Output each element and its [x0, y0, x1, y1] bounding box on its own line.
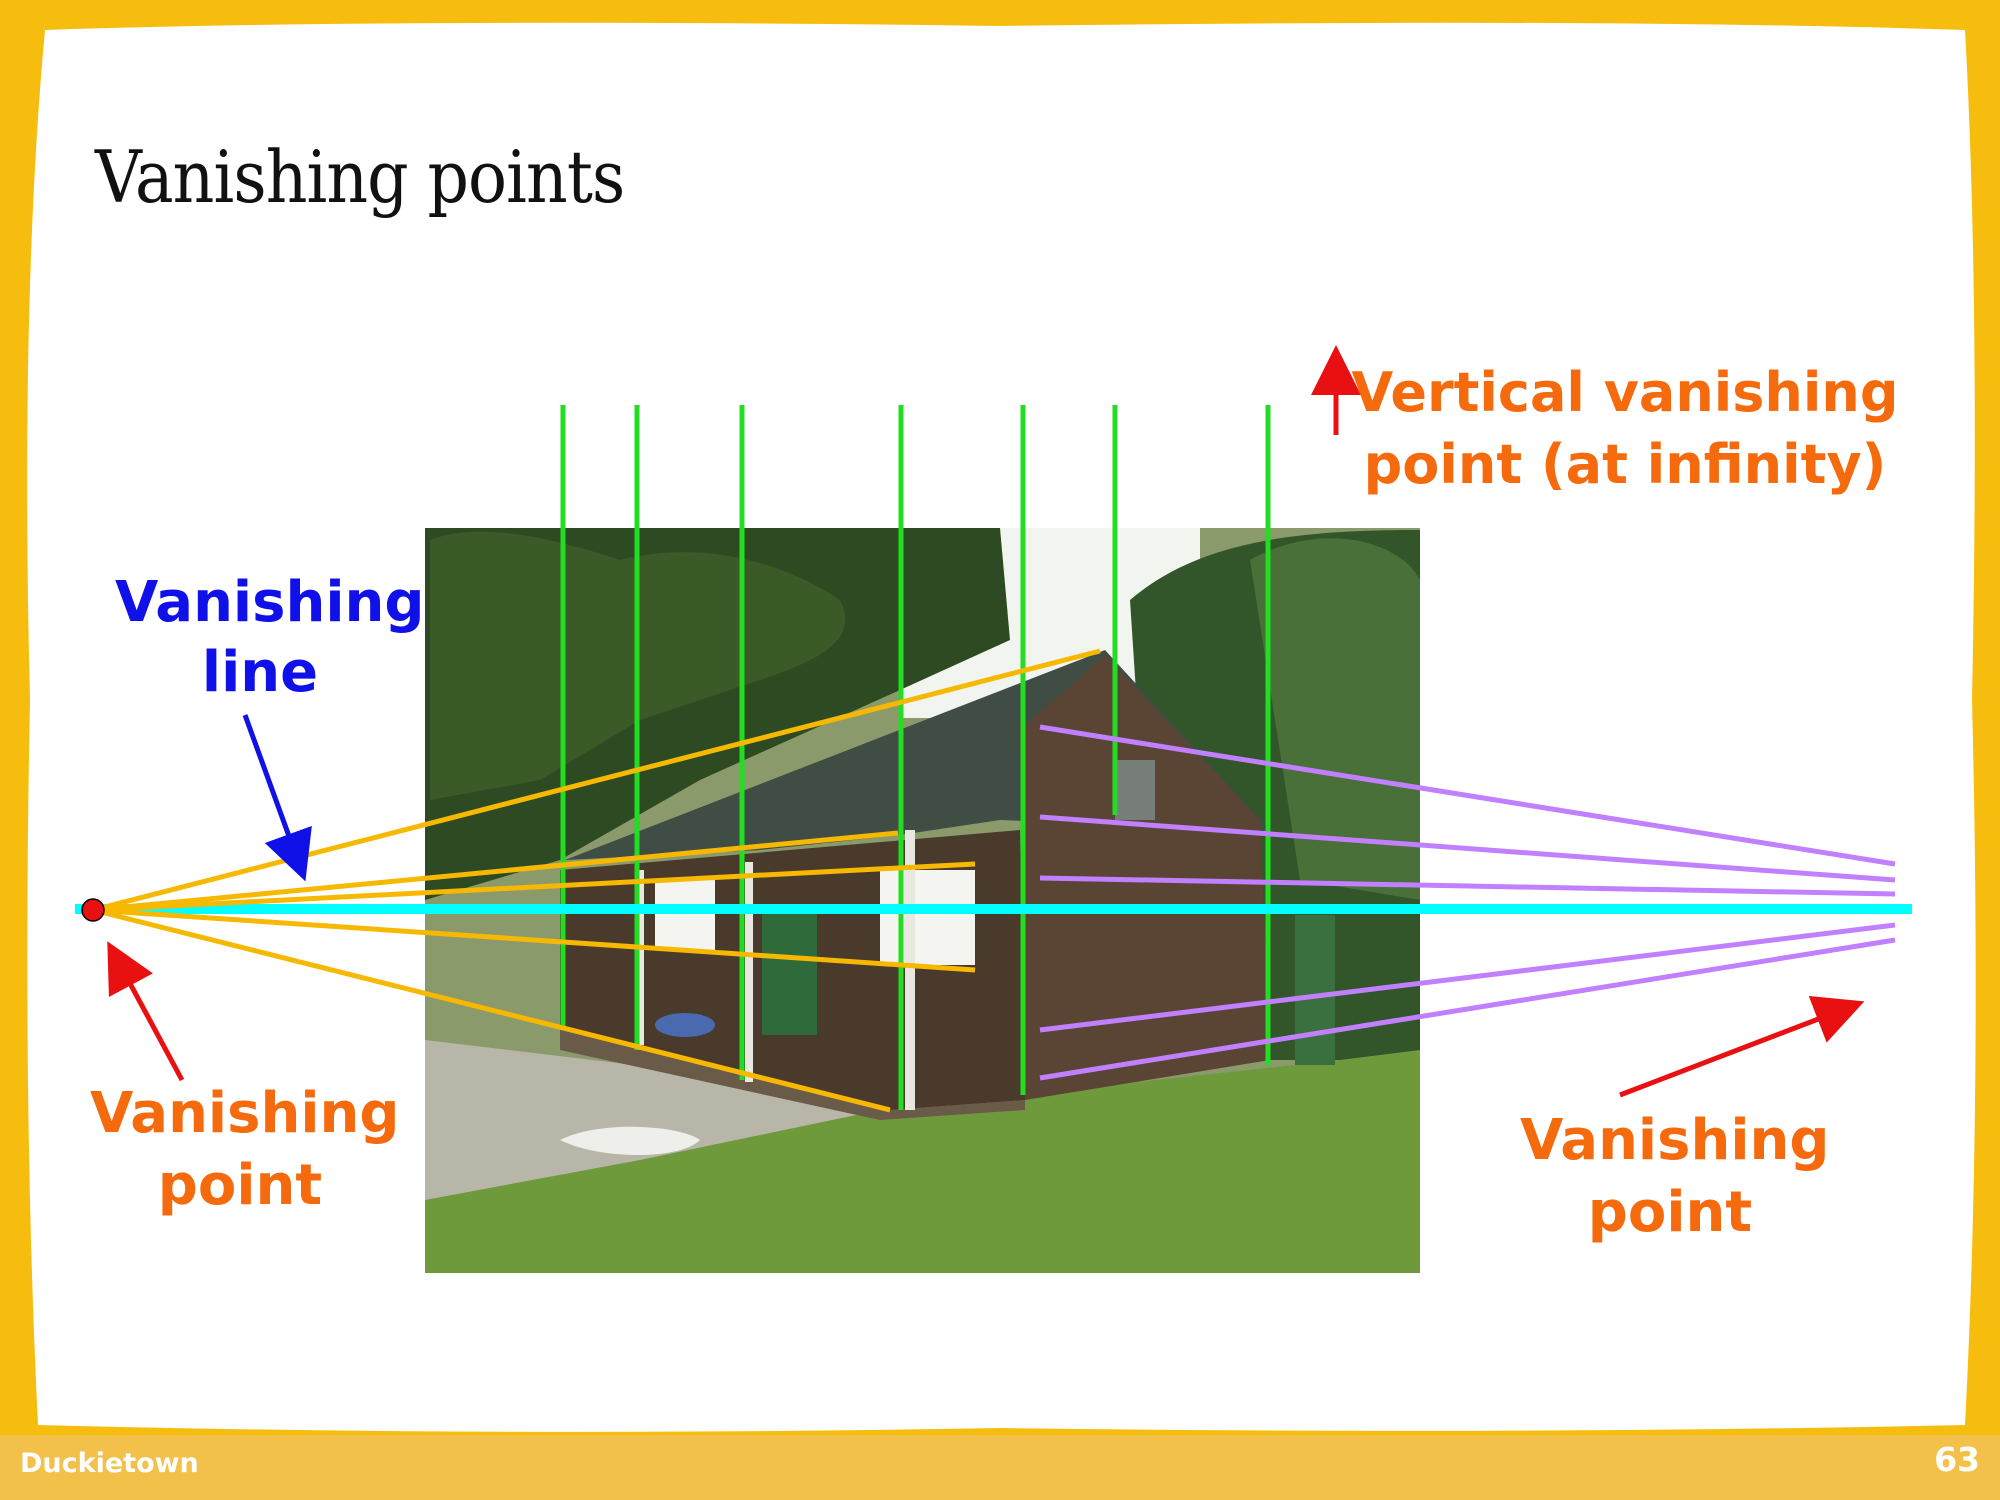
page-number: 63 — [1934, 1440, 1980, 1479]
footer-brand: Duckietown — [20, 1448, 199, 1479]
perspective-line — [92, 907, 891, 1113]
right-perspective-lines — [1039, 724, 1896, 1081]
left-vanishing-point-label-text: Vanishing point — [90, 1081, 400, 1218]
vertical-vanishing-point-label-text: Vertical vanishing point (at infinity) — [1351, 361, 1899, 496]
vanishing-point-dot — [81, 898, 105, 922]
vanishing-line-arrow — [242, 714, 312, 882]
footer-bar — [0, 1435, 2000, 1500]
perspective-line — [1039, 875, 1896, 897]
wooden-shed-photo — [425, 528, 1420, 1273]
perspective-line — [1039, 937, 1896, 1081]
right-vanishing-point-label: Vanishing point — [1500, 1105, 1840, 1249]
right-vanishing-point-label-text: Vanishing point — [1520, 1108, 1830, 1245]
perspective-line — [92, 907, 976, 973]
left-vanishing-point-label: Vanishing point — [75, 1078, 405, 1222]
vanishing-line-label-text: Vanishing line — [115, 570, 425, 705]
perspective-line — [1039, 814, 1896, 883]
left-vanishing-point-arrow — [107, 941, 185, 1082]
perspective-line — [92, 648, 1101, 913]
perspective-line — [92, 830, 899, 913]
right-vanishing-point-arrow — [1619, 995, 1865, 1098]
vanishing-line-label: Vanishing line — [95, 568, 425, 708]
perspective-line — [1039, 922, 1896, 1033]
vertical-parallel-lines — [560, 405, 1271, 1110]
left-perspective-lines — [92, 648, 1101, 1113]
perspective-line — [1039, 724, 1896, 867]
perspective-line — [92, 861, 976, 913]
slide-title: Vanishing points — [95, 135, 625, 219]
vertical-vanishing-point-label: Vertical vanishing point (at infinity) — [1345, 357, 1905, 501]
